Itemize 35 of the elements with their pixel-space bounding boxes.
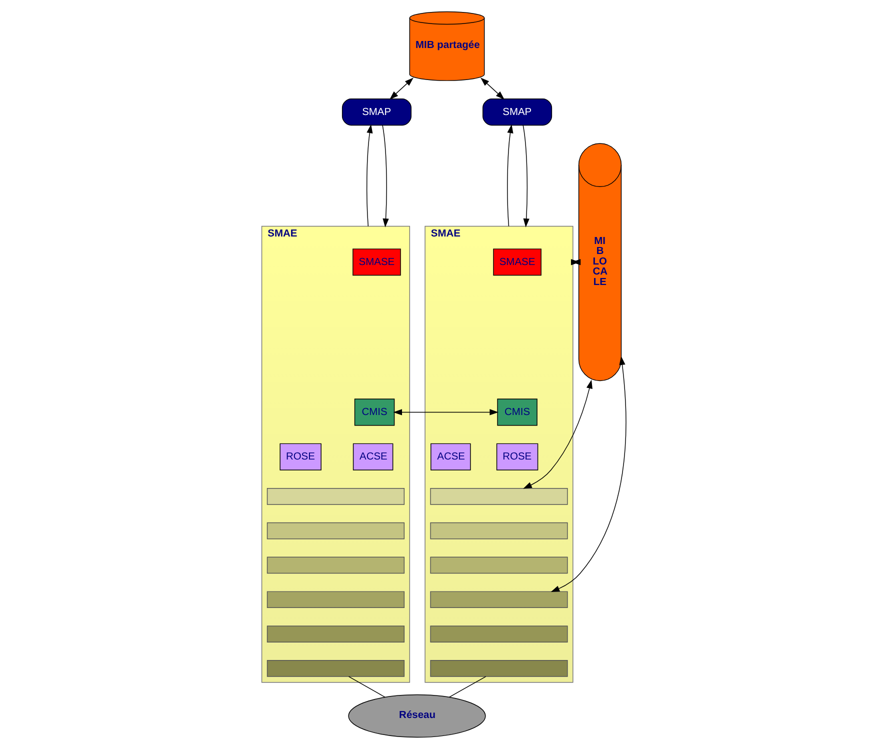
node-box xyxy=(430,522,568,540)
node-box: SMASE xyxy=(492,248,541,276)
arrow xyxy=(570,259,580,266)
node-box: SMAP xyxy=(482,98,552,126)
node-box xyxy=(266,488,404,505)
node-ellipse: Réseau xyxy=(348,694,486,738)
node-box xyxy=(266,591,404,608)
arrow xyxy=(382,125,388,228)
node-box: SMAP xyxy=(341,98,411,126)
node-box: SMASE xyxy=(352,248,400,276)
arrow xyxy=(522,380,592,489)
node-box: ROSE xyxy=(496,443,538,470)
connector xyxy=(448,676,486,698)
node-box xyxy=(266,626,404,642)
arrow xyxy=(392,409,498,416)
arrow xyxy=(506,124,513,227)
node-box: ROSE xyxy=(279,443,321,470)
arrow xyxy=(550,356,626,592)
arrow xyxy=(389,78,413,100)
node-box xyxy=(430,626,568,642)
node-box: ACSE xyxy=(430,443,470,470)
node-box xyxy=(266,522,404,540)
node-box xyxy=(430,488,568,505)
node-box xyxy=(430,591,568,608)
node-box: CMIS xyxy=(354,398,394,426)
node-box xyxy=(266,556,404,574)
node-box xyxy=(266,660,404,677)
node-box: ACSE xyxy=(352,443,393,470)
arrow xyxy=(522,125,529,228)
node-box xyxy=(430,660,568,677)
node-box xyxy=(430,556,568,574)
arrow xyxy=(480,78,504,100)
node-box: CMIS xyxy=(496,398,537,426)
arrow xyxy=(366,124,372,227)
connector xyxy=(348,676,385,698)
